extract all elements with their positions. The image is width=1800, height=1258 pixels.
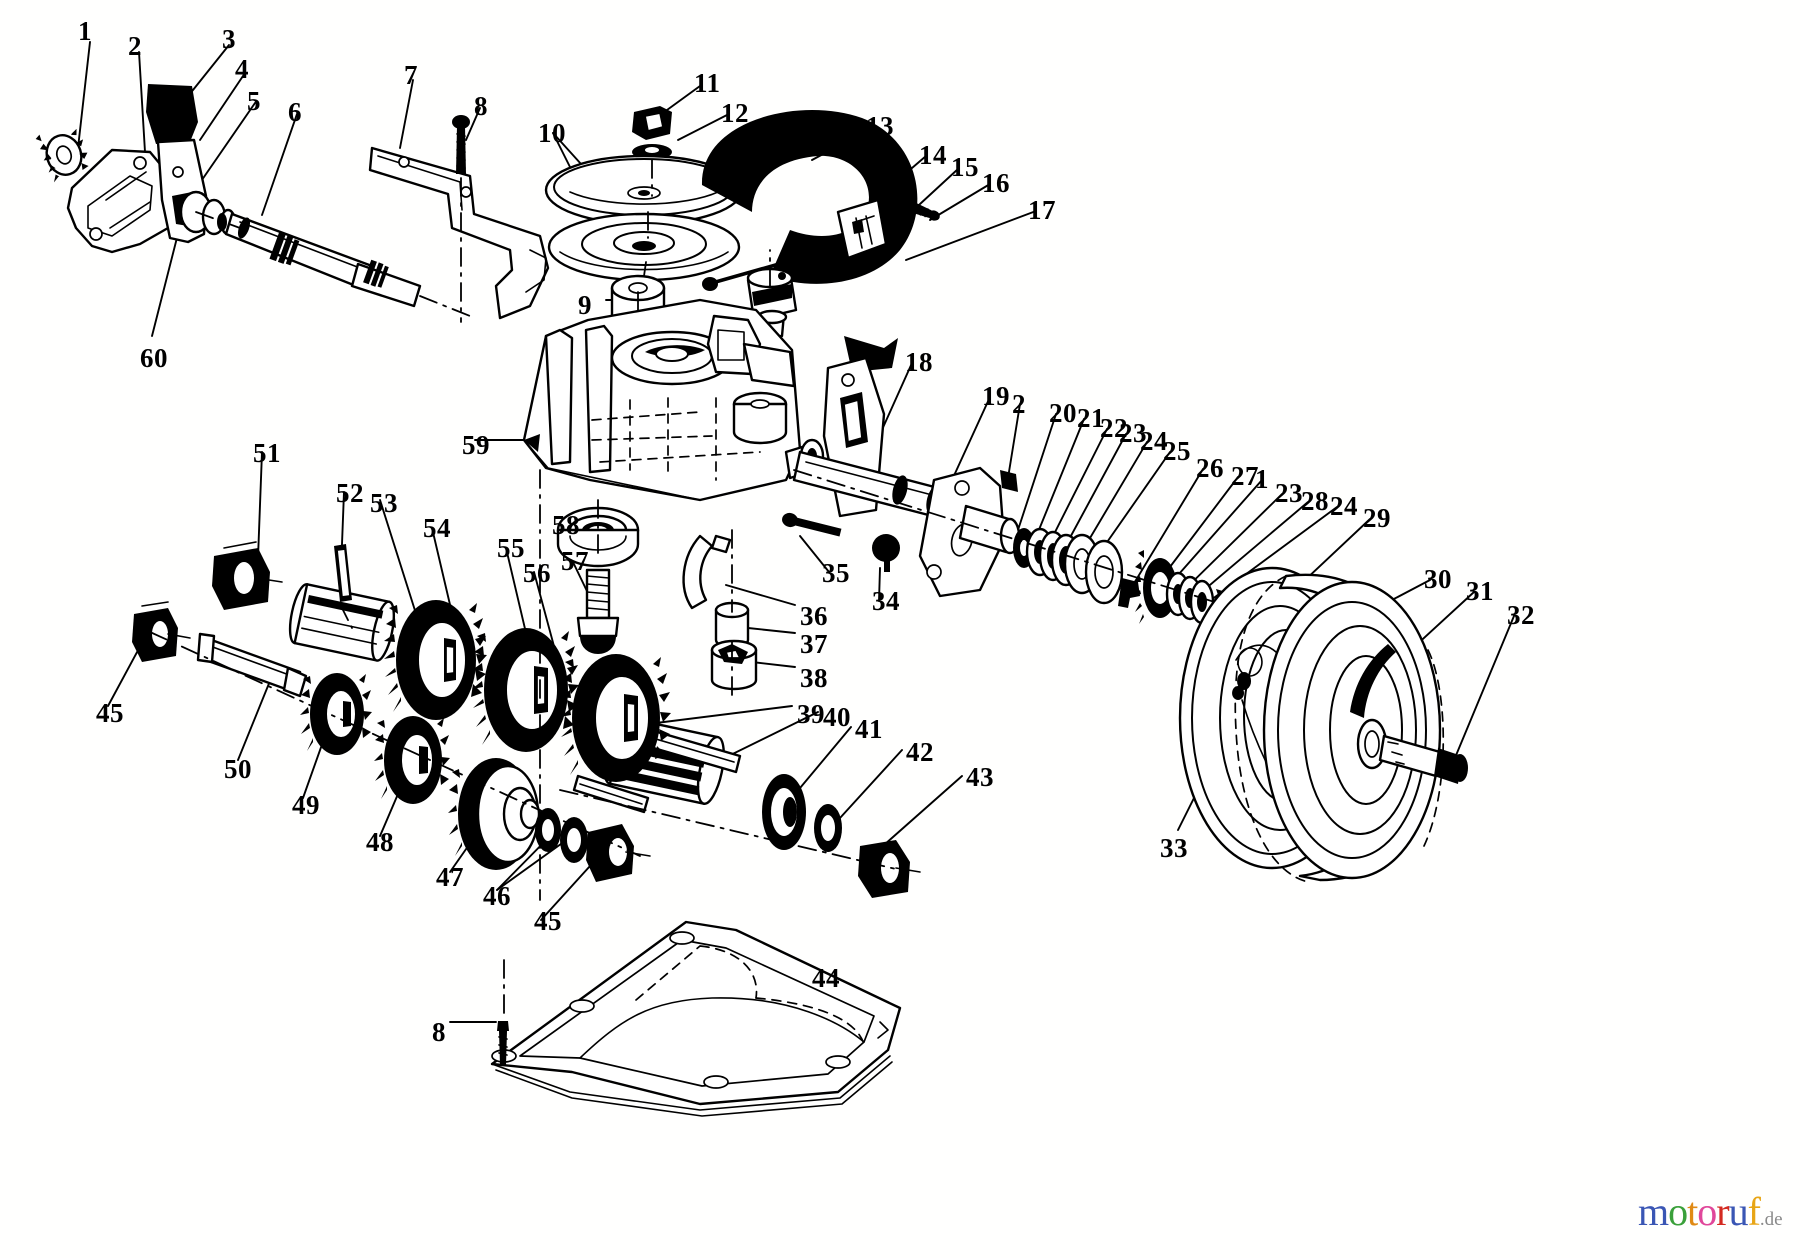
callout-31-wheel-hub: 31 [1466,576,1494,606]
callout-33-wheel-cover: 33 [1160,833,1188,863]
callout-45-bushing: 45 [96,698,124,728]
motoruf-watermark: motoruf.de [1638,1188,1783,1235]
callout-43-bushing-block: 43 [966,762,994,792]
callout-28-washer: 28 [1301,486,1329,516]
callout-54-gear: 54 [423,513,451,543]
callout-40-shaft-key: 40 [823,702,851,732]
callout-24-washer: 24 [1140,426,1168,456]
rod-17 [702,260,788,291]
callout-37-bushing: 37 [800,629,828,659]
callout-55-gear: 55 [497,533,525,563]
callout-4-shift-lever: 4 [235,54,249,84]
watermark-letter-o-3: o [1697,1189,1717,1234]
callout-19-bracket-plate: 19 [982,381,1010,411]
watermark-letter-f-6: f [1747,1189,1761,1234]
callout-25-spacer: 25 [1163,436,1191,466]
callout-1-pinion-gear: 1 [1255,464,1269,494]
callout-11-nut: 11 [694,68,721,98]
callout-9-bushing: 9 [578,290,592,320]
shift-lever-assembly [35,84,471,317]
callout-29-retaining-ring: 29 [1363,503,1391,533]
gear-case-housing-59 [522,298,825,502]
bolt-15 [893,193,940,221]
callout-2-bracket-arm: 2 [128,31,142,61]
callout-6-drive-shaft: 6 [288,97,302,127]
callout-3-knob-grip: 3 [222,24,236,54]
callout-8-screw: 8 [432,1017,446,1047]
callout-21-washer: 21 [1077,403,1105,433]
callout-60-shaft-pin: 60 [140,343,168,373]
callout-2-bracket-arm: 2 [1012,389,1026,419]
callout-32-axle-bolt: 32 [1507,600,1535,630]
callout-1-pinion-gear: 1 [78,16,92,46]
callout-20-key: 20 [1049,398,1077,428]
callout-13-v-belt: 13 [866,111,894,141]
watermark-letter-o-1: o [1668,1189,1688,1234]
gear-case-cover-44 [490,920,902,1117]
callout-49-pinion-gear: 49 [292,790,320,820]
callout-50-shaft: 50 [224,754,252,784]
callout-8-screw: 8 [474,91,488,121]
shift-fork-group [682,529,758,701]
callout-5-collar: 5 [247,86,261,116]
watermark-suffix: .de [1759,1209,1783,1230]
callout-34-ball-detent: 34 [872,586,900,616]
callout-24-washer: 24 [1330,491,1358,521]
callout-15-bolt: 15 [951,152,979,182]
callout-42-washer: 42 [906,737,934,767]
callout-51-bushing: 51 [253,438,281,468]
callout-7-support-bracket: 7 [404,60,418,90]
callout-46-washer-pair: 46 [483,881,511,911]
callout-10-pulley-set: 10 [538,118,566,148]
callout-57-bolt-assembly: 57 [561,546,589,576]
callout-17-rod: 17 [1028,195,1056,225]
gear-train [132,469,671,901]
callout-14-bracket-clip: 14 [919,140,947,170]
callout-22-washer: 22 [1100,413,1128,443]
callout-48-gear: 48 [366,827,394,857]
callout-56-gear: 56 [523,558,551,588]
wheel-assembly [1178,566,1468,883]
axle-shaft-assembly [782,336,1241,631]
clip-bracket-14 [836,198,888,260]
callout-45-bushing: 45 [534,906,562,936]
support-bracket-7 [368,146,550,320]
callout-12-washer: 12 [721,98,749,128]
callout-47-gear-flange: 47 [436,862,464,892]
callout-23-washer: 23 [1119,418,1147,448]
callout-59-gear-case-housing: 59 [462,430,490,460]
callout-44-gear-case-cover: 44 [812,963,840,993]
callout-26-key: 26 [1196,453,1224,483]
callout-18-shaft-lever: 18 [905,347,933,377]
pulley-assembly [544,106,744,291]
callout-36-shift-fork: 36 [800,601,828,631]
callout-53-clutch-sleeve: 53 [370,488,398,518]
watermark-letter-u-5: u [1728,1189,1749,1234]
callout-38-shift-collar: 38 [800,663,828,693]
callout-39-key: 39 [797,699,825,729]
callout-23-washer: 23 [1275,478,1303,508]
callout-16-pin: 16 [982,168,1010,198]
callout-30-tire: 30 [1424,564,1452,594]
watermark-letter-m-0: m [1638,1189,1669,1234]
watermark-letter-r-4: r [1716,1189,1729,1234]
watermark-letter-t-2: t [1687,1189,1698,1234]
callout-35-pin: 35 [822,558,850,588]
callout-27-pinion: 27 [1231,461,1259,491]
callout-41-bearing: 41 [855,714,883,744]
screw-8-top [452,115,470,323]
callout-52-roll-pin: 52 [336,478,364,508]
callout-58-ball-bearing: 58 [552,510,580,540]
